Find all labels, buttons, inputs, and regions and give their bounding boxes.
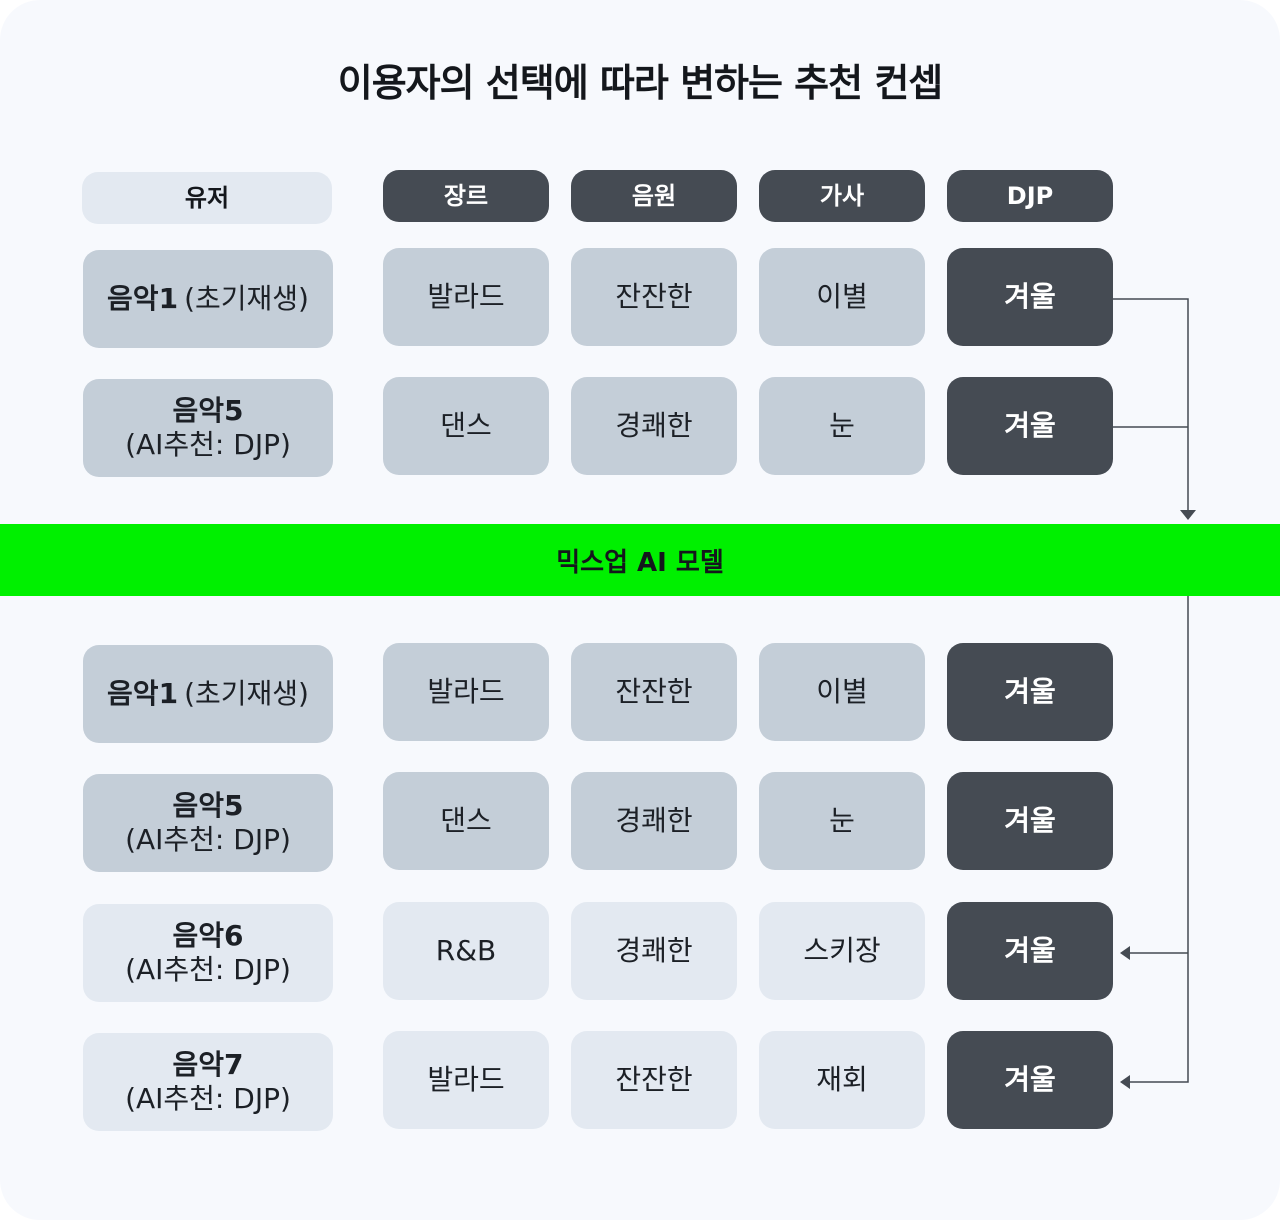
bottom-row-2-genre: 댄스 [383, 772, 549, 870]
user-name: 음악1 [107, 677, 179, 711]
band-to-bottom-connector [1130, 596, 1189, 1083]
top-row-1-user: 음악1(초기재생) [83, 250, 333, 348]
bottom-row-1-lyrics: 이별 [759, 643, 925, 741]
bottom-row-4-source: 잔잔한 [571, 1031, 737, 1129]
bottom-row-1-source: 잔잔한 [571, 643, 737, 741]
user-name: 음악7 [172, 1048, 244, 1082]
top-row-1-connector [1113, 298, 1189, 512]
arrow-left-icon [1120, 1075, 1130, 1089]
user-sub: (초기재생) [184, 282, 309, 316]
bottom-row-2-lyrics: 눈 [759, 772, 925, 870]
header-source: 음원 [571, 170, 737, 222]
mixup-ai-model-band: 믹스업 AI 모델 [0, 524, 1280, 596]
bottom-row-3-source: 경쾌한 [571, 902, 737, 1000]
bottom-row-3-genre: R&B [383, 902, 549, 1000]
bottom-row-1-user: 음악1(초기재생) [83, 645, 333, 743]
top-row-2-user: 음악5(AI추천: DJP) [83, 379, 333, 477]
bottom-row-1-genre: 발라드 [383, 643, 549, 741]
arrow-left-icon [1120, 946, 1130, 960]
top-row-2-lyrics: 눈 [759, 377, 925, 475]
bottom-row-2-source: 경쾌한 [571, 772, 737, 870]
top-row-1-lyrics: 이별 [759, 248, 925, 346]
top-row-2-djp: 겨울 [947, 377, 1113, 475]
bottom-row-3-djp: 겨울 [947, 902, 1113, 1000]
user-name: 음악5 [172, 394, 244, 428]
user-sub: (AI추천: DJP) [125, 428, 291, 461]
header-lyrics: 가사 [759, 170, 925, 222]
header-user: 유저 [82, 172, 332, 224]
user-name: 음악1 [107, 282, 179, 316]
bottom-row-2-user: 음악5(AI추천: DJP) [83, 774, 333, 872]
bottom-row-2-djp: 겨울 [947, 772, 1113, 870]
arrow-down-icon [1180, 510, 1196, 520]
diagram-title: 이용자의 선택에 따라 변하는 추천 컨셉 [337, 61, 944, 105]
bottom-row-4-lyrics: 재회 [759, 1031, 925, 1129]
bottom-row-3-lyrics: 스키장 [759, 902, 925, 1000]
bottom-row-3-user: 음악6(AI추천: DJP) [83, 904, 333, 1002]
header-genre: 장르 [383, 170, 549, 222]
user-name: 음악5 [172, 789, 244, 823]
user-sub: (초기재생) [184, 677, 309, 711]
top-row-1-genre: 발라드 [383, 248, 549, 346]
top-row-2-genre: 댄스 [383, 377, 549, 475]
bottom-row-4-genre: 발라드 [383, 1031, 549, 1129]
bottom-row-4-user: 음악7(AI추천: DJP) [83, 1033, 333, 1131]
user-sub: (AI추천: DJP) [125, 1082, 291, 1115]
user-sub: (AI추천: DJP) [125, 953, 291, 986]
top-row-1-source: 잔잔한 [571, 248, 737, 346]
top-row-2-source: 경쾌한 [571, 377, 737, 475]
bottom-row-4-djp: 겨울 [947, 1031, 1113, 1129]
top-row-1-djp: 겨울 [947, 248, 1113, 346]
header-djp: DJP [947, 170, 1113, 222]
bottom-row-1-djp: 겨울 [947, 643, 1113, 741]
user-sub: (AI추천: DJP) [125, 823, 291, 856]
user-name: 음악6 [172, 919, 244, 953]
